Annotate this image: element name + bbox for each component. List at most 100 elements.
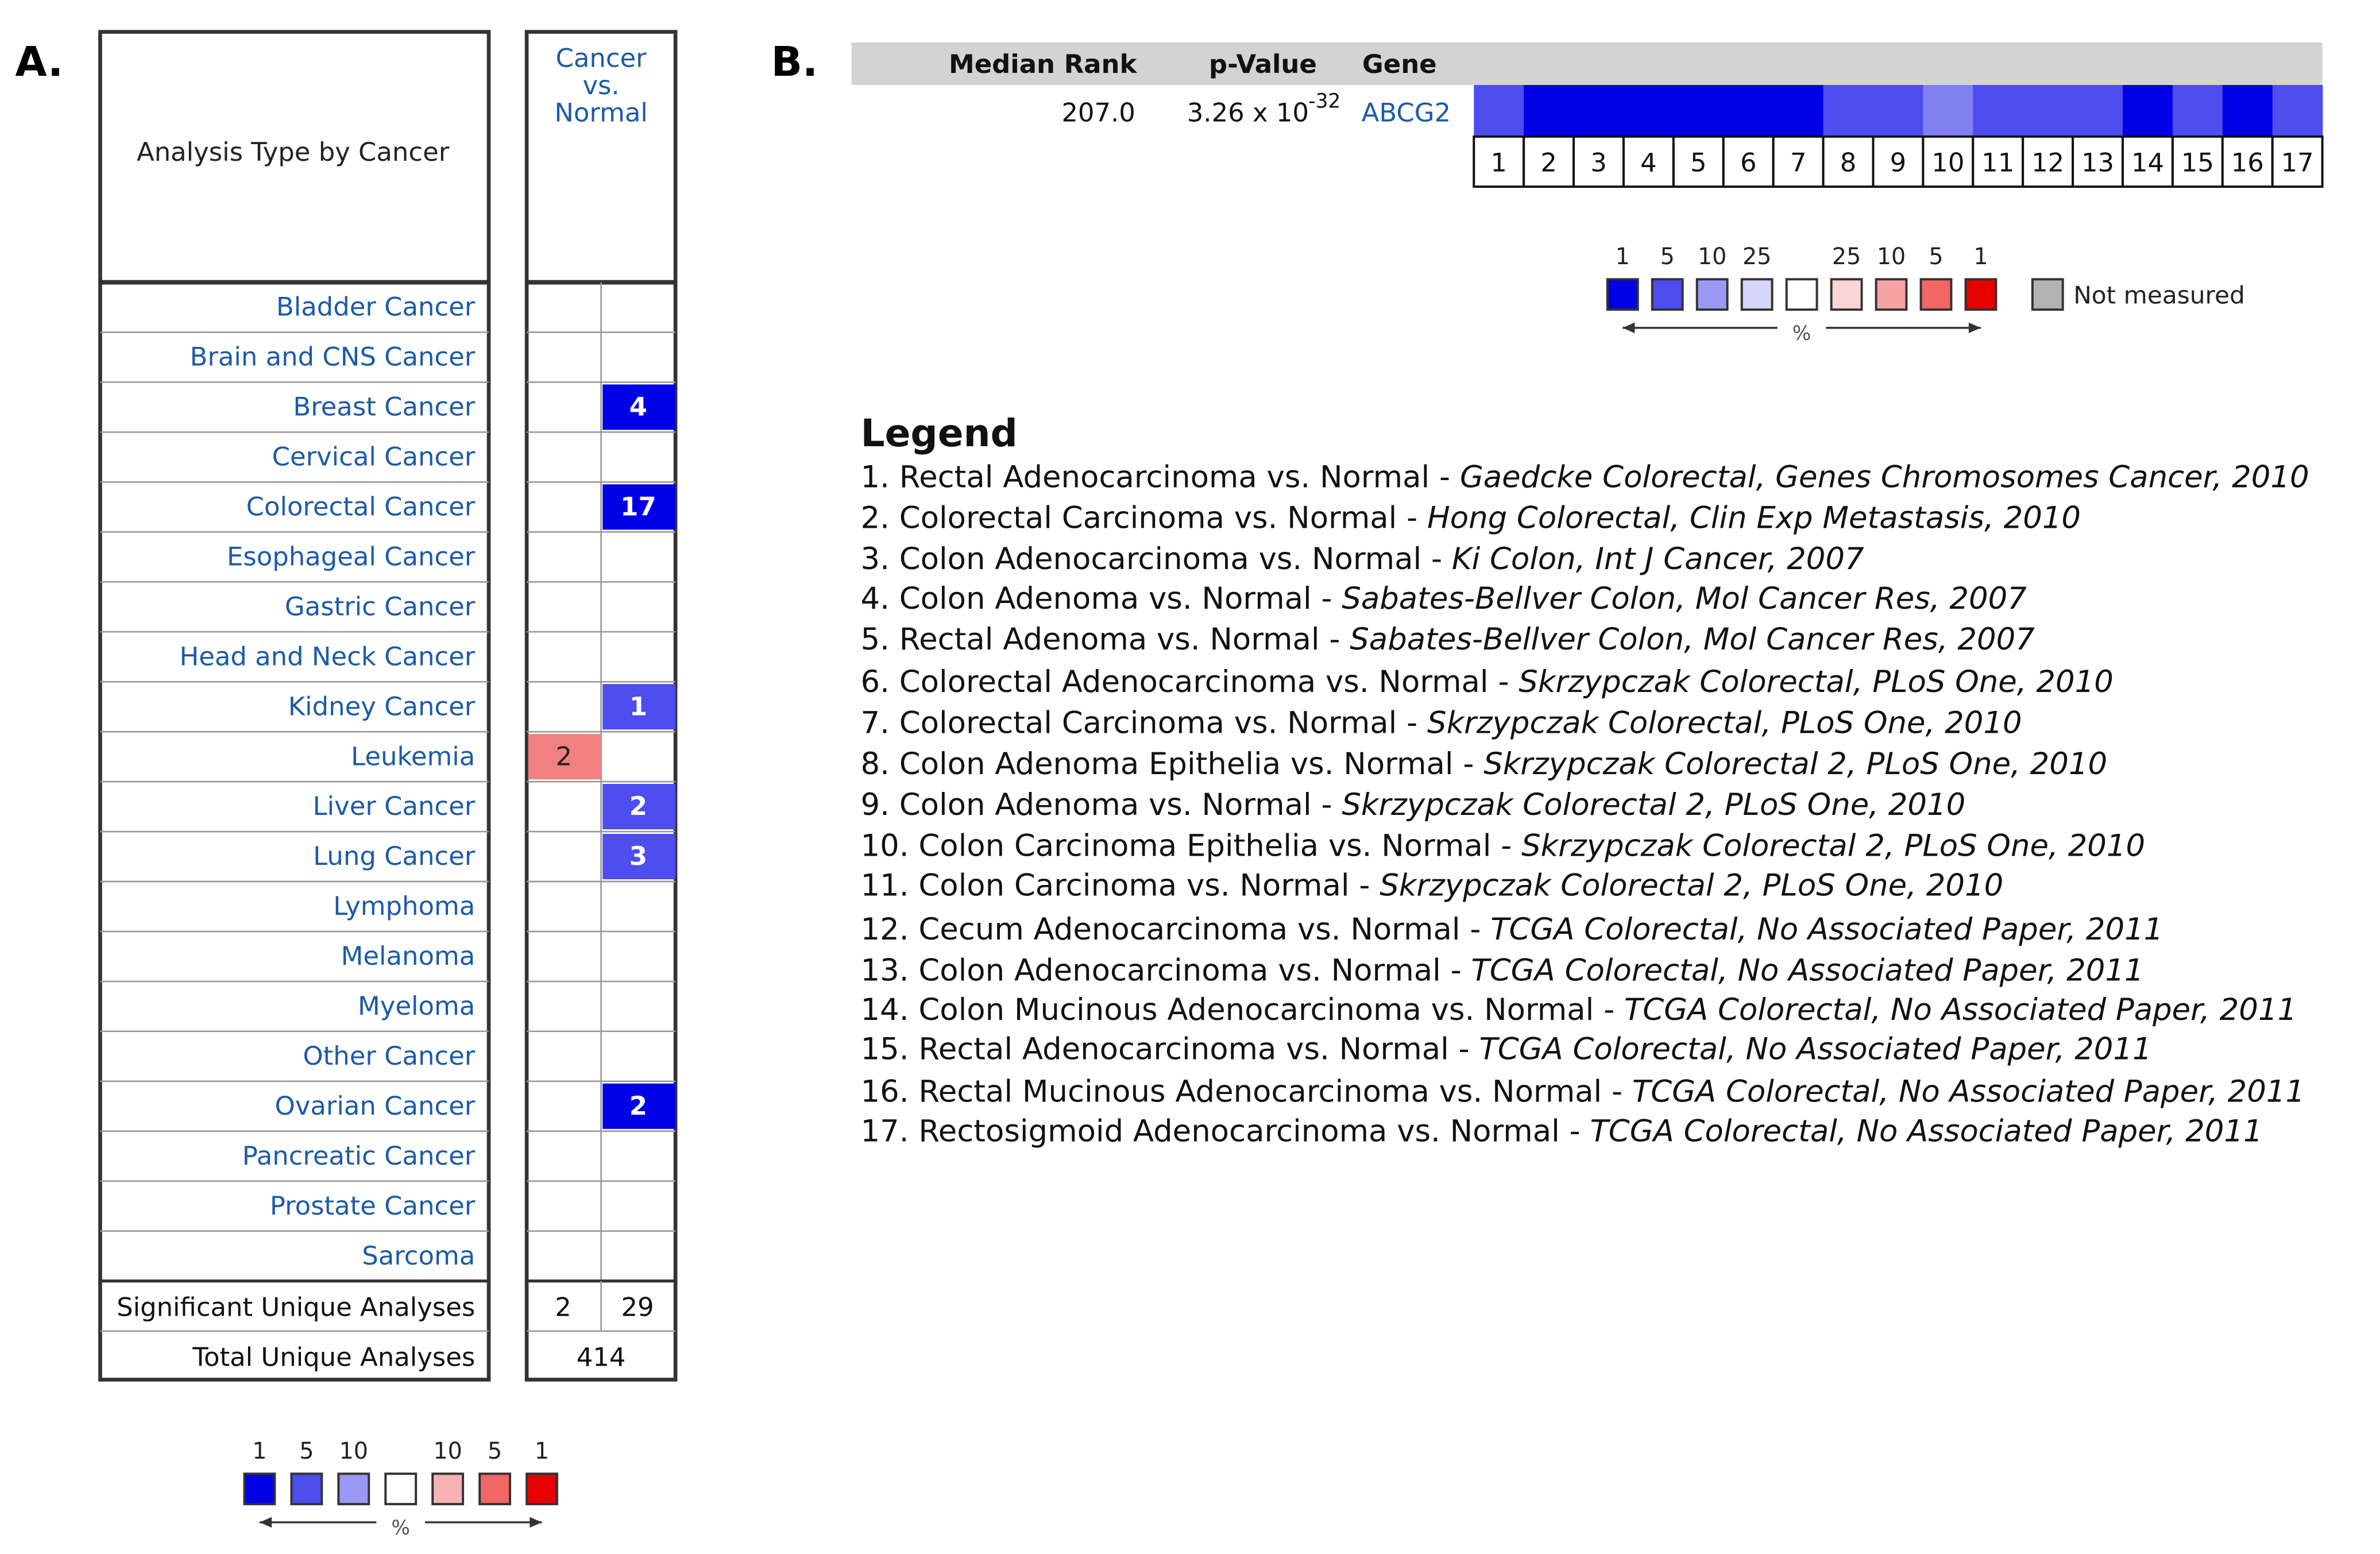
- analysis-count-cell-down[interactable]: [602, 834, 676, 880]
- gene-header: Gene: [1362, 49, 1437, 79]
- legend-entry: 4. Colon Adenoma vs. Normal - Sabates-Be…: [861, 581, 2027, 616]
- legend-dash: -: [1429, 459, 1460, 494]
- heatmap-cell[interactable]: [2222, 85, 2273, 137]
- analysis-count-value: 4: [629, 392, 647, 422]
- legend-gap: [890, 581, 899, 616]
- heatmap-cell[interactable]: [2272, 85, 2323, 137]
- heatmap-cell[interactable]: [2073, 85, 2123, 137]
- heatmap-cell[interactable]: [2123, 85, 2173, 137]
- analysis-count-cell-down[interactable]: [602, 384, 676, 430]
- scale-label: 1: [1616, 243, 1630, 270]
- gene-link[interactable]: ABCG2: [1362, 97, 1451, 127]
- analysis-count-cell-down[interactable]: [602, 484, 676, 530]
- analysis-count-value: 2: [629, 791, 647, 821]
- heatmap-column-label: 9: [1890, 148, 1907, 178]
- analysis-count-value: 2: [556, 741, 573, 771]
- panel-b-label: B.: [771, 38, 818, 86]
- legend-analysis: Rectosigmoid Adenocarcinoma vs. Normal: [918, 1114, 1559, 1149]
- legend-dash: -: [1560, 1114, 1590, 1149]
- legend-analysis: Colorectal Carcinoma vs. Normal: [899, 501, 1397, 536]
- cancer-type-link[interactable]: Lung Cancer: [313, 841, 476, 871]
- cancer-type-link[interactable]: Breast Cancer: [293, 392, 475, 422]
- cancer-type-link[interactable]: Melanoma: [341, 941, 476, 971]
- scale-swatch: [1651, 278, 1684, 311]
- cancer-vs-normal-header-line2[interactable]: vs.: [582, 70, 619, 100]
- cancer-type-link[interactable]: Esophageal Cancer: [227, 541, 476, 571]
- legend-analysis: Rectal Mucinous Adenocarcinoma vs. Norma…: [918, 1074, 1602, 1110]
- heatmap-cell[interactable]: [1873, 85, 1924, 137]
- legend-reference: Skrzypczak Colorectal 2, PLoS One, 2010: [1380, 868, 2003, 903]
- cancer-type-link[interactable]: Kidney Cancer: [288, 691, 476, 721]
- heatmap-cell[interactable]: [2172, 85, 2223, 137]
- heatmap-column-label: 14: [2131, 148, 2164, 178]
- cancer-type-link[interactable]: Liver Cancer: [313, 791, 476, 821]
- heatmap-cell[interactable]: [1973, 85, 2024, 137]
- heatmap-index-cell: [1722, 135, 1775, 188]
- heatmap-cell[interactable]: [1823, 85, 1874, 137]
- legend-gap: [890, 706, 899, 741]
- analysis-count-cell-down[interactable]: [602, 1083, 676, 1129]
- analysis-count-cell-down[interactable]: [602, 784, 676, 830]
- cancer-type-link[interactable]: Cervical Cancer: [272, 442, 476, 472]
- legend-reference: Hong Colorectal, Clin Exp Metastasis, 20…: [1427, 501, 2081, 536]
- cancer-type-link[interactable]: Sarcoma: [362, 1240, 475, 1271]
- cancer-vs-normal-header-line3[interactable]: Normal: [554, 97, 647, 127]
- heatmap-cell[interactable]: [1673, 85, 1724, 137]
- heatmap-cell[interactable]: [1773, 85, 1824, 137]
- legend-gap: [890, 664, 899, 699]
- scale-swatch: [290, 1472, 323, 1506]
- cancer-type-link[interactable]: Other Cancer: [303, 1041, 475, 1071]
- heatmap-cell[interactable]: [1574, 85, 1624, 137]
- heatmap-column-label: 1: [1490, 148, 1507, 178]
- heatmap-cell[interactable]: [1723, 85, 1774, 137]
- cancer-type-link[interactable]: Myeloma: [358, 991, 475, 1021]
- scale-label: 5: [488, 1438, 502, 1464]
- scale-label: 10: [433, 1438, 462, 1464]
- cancer-type-link[interactable]: Bladder Cancer: [276, 292, 476, 322]
- legend-analysis: Colorectal Carcinoma vs. Normal: [899, 706, 1397, 741]
- panel-b-header-bar: [851, 42, 2323, 86]
- cancer-type-link[interactable]: Leukemia: [351, 741, 475, 771]
- p-value-header: p-Value: [1209, 49, 1317, 79]
- legend-number: 11.: [861, 868, 909, 903]
- legend-reference: Gaedcke Colorectal, Genes Chromosomes Ca…: [1460, 459, 2309, 494]
- heatmap-cell[interactable]: [1923, 85, 1974, 137]
- legend-dash: -: [1491, 829, 1521, 864]
- scale-swatch: [1830, 278, 1863, 311]
- legend-reference: Skrzypczak Colorectal, PLoS One, 2010: [1427, 706, 2022, 741]
- heatmap-column-label: 6: [1740, 148, 1757, 178]
- cancer-vs-normal-header-line1[interactable]: Cancer: [556, 42, 647, 73]
- p-value-exponent: -32: [1308, 90, 1340, 113]
- legend-reference: TCGA Colorectal, No Associated Paper, 20…: [1490, 912, 2163, 947]
- cancer-type-link[interactable]: Lymphoma: [333, 891, 475, 921]
- analysis-count-cell-down[interactable]: [602, 684, 676, 730]
- legend-gap: [890, 501, 899, 536]
- heatmap-index-cell: [1473, 135, 1525, 188]
- heatmap-cell[interactable]: [2023, 85, 2073, 137]
- legend-entry: 14. Colon Mucinous Adenocarcinoma vs. No…: [861, 992, 2297, 1027]
- cancer-type-link[interactable]: Ovarian Cancer: [275, 1091, 475, 1121]
- heatmap-cell[interactable]: [1623, 85, 1674, 137]
- legend-analysis: Colon Carcinoma vs. Normal: [918, 868, 1349, 903]
- cancer-type-link[interactable]: Prostate Cancer: [270, 1190, 476, 1221]
- analysis-count-cell-up[interactable]: [528, 734, 601, 780]
- analysis-type-header: Analysis Type by Cancer: [137, 137, 450, 167]
- cancer-type-link[interactable]: Brain and CNS Cancer: [190, 342, 476, 372]
- cancer-type-link[interactable]: Gastric Cancer: [285, 591, 476, 621]
- heatmap-index-cell: [2122, 135, 2174, 188]
- legend-entry: 8. Colon Adenoma Epithelia vs. Normal - …: [861, 747, 2108, 782]
- legend-analysis: Colon Adenocarcinoma vs. Normal: [918, 953, 1440, 988]
- legend-number: 4.: [861, 581, 890, 616]
- cancer-type-link[interactable]: Pancreatic Cancer: [242, 1141, 476, 1171]
- legend-number: 16.: [861, 1074, 909, 1110]
- cancer-type-link[interactable]: Colorectal Cancer: [246, 492, 476, 522]
- cancer-type-link[interactable]: Head and Neck Cancer: [179, 641, 475, 671]
- heatmap-cell[interactable]: [1474, 85, 1524, 137]
- legend-entry: 11. Colon Carcinoma vs. Normal - Skrzypc…: [861, 868, 2004, 903]
- legend-entry: 7. Colorectal Carcinoma vs. Normal - Skr…: [861, 706, 2022, 741]
- heatmap-cell[interactable]: [1524, 85, 1574, 137]
- legend-entry: 6. Colorectal Adenocarcinoma vs. Normal …: [861, 664, 2114, 699]
